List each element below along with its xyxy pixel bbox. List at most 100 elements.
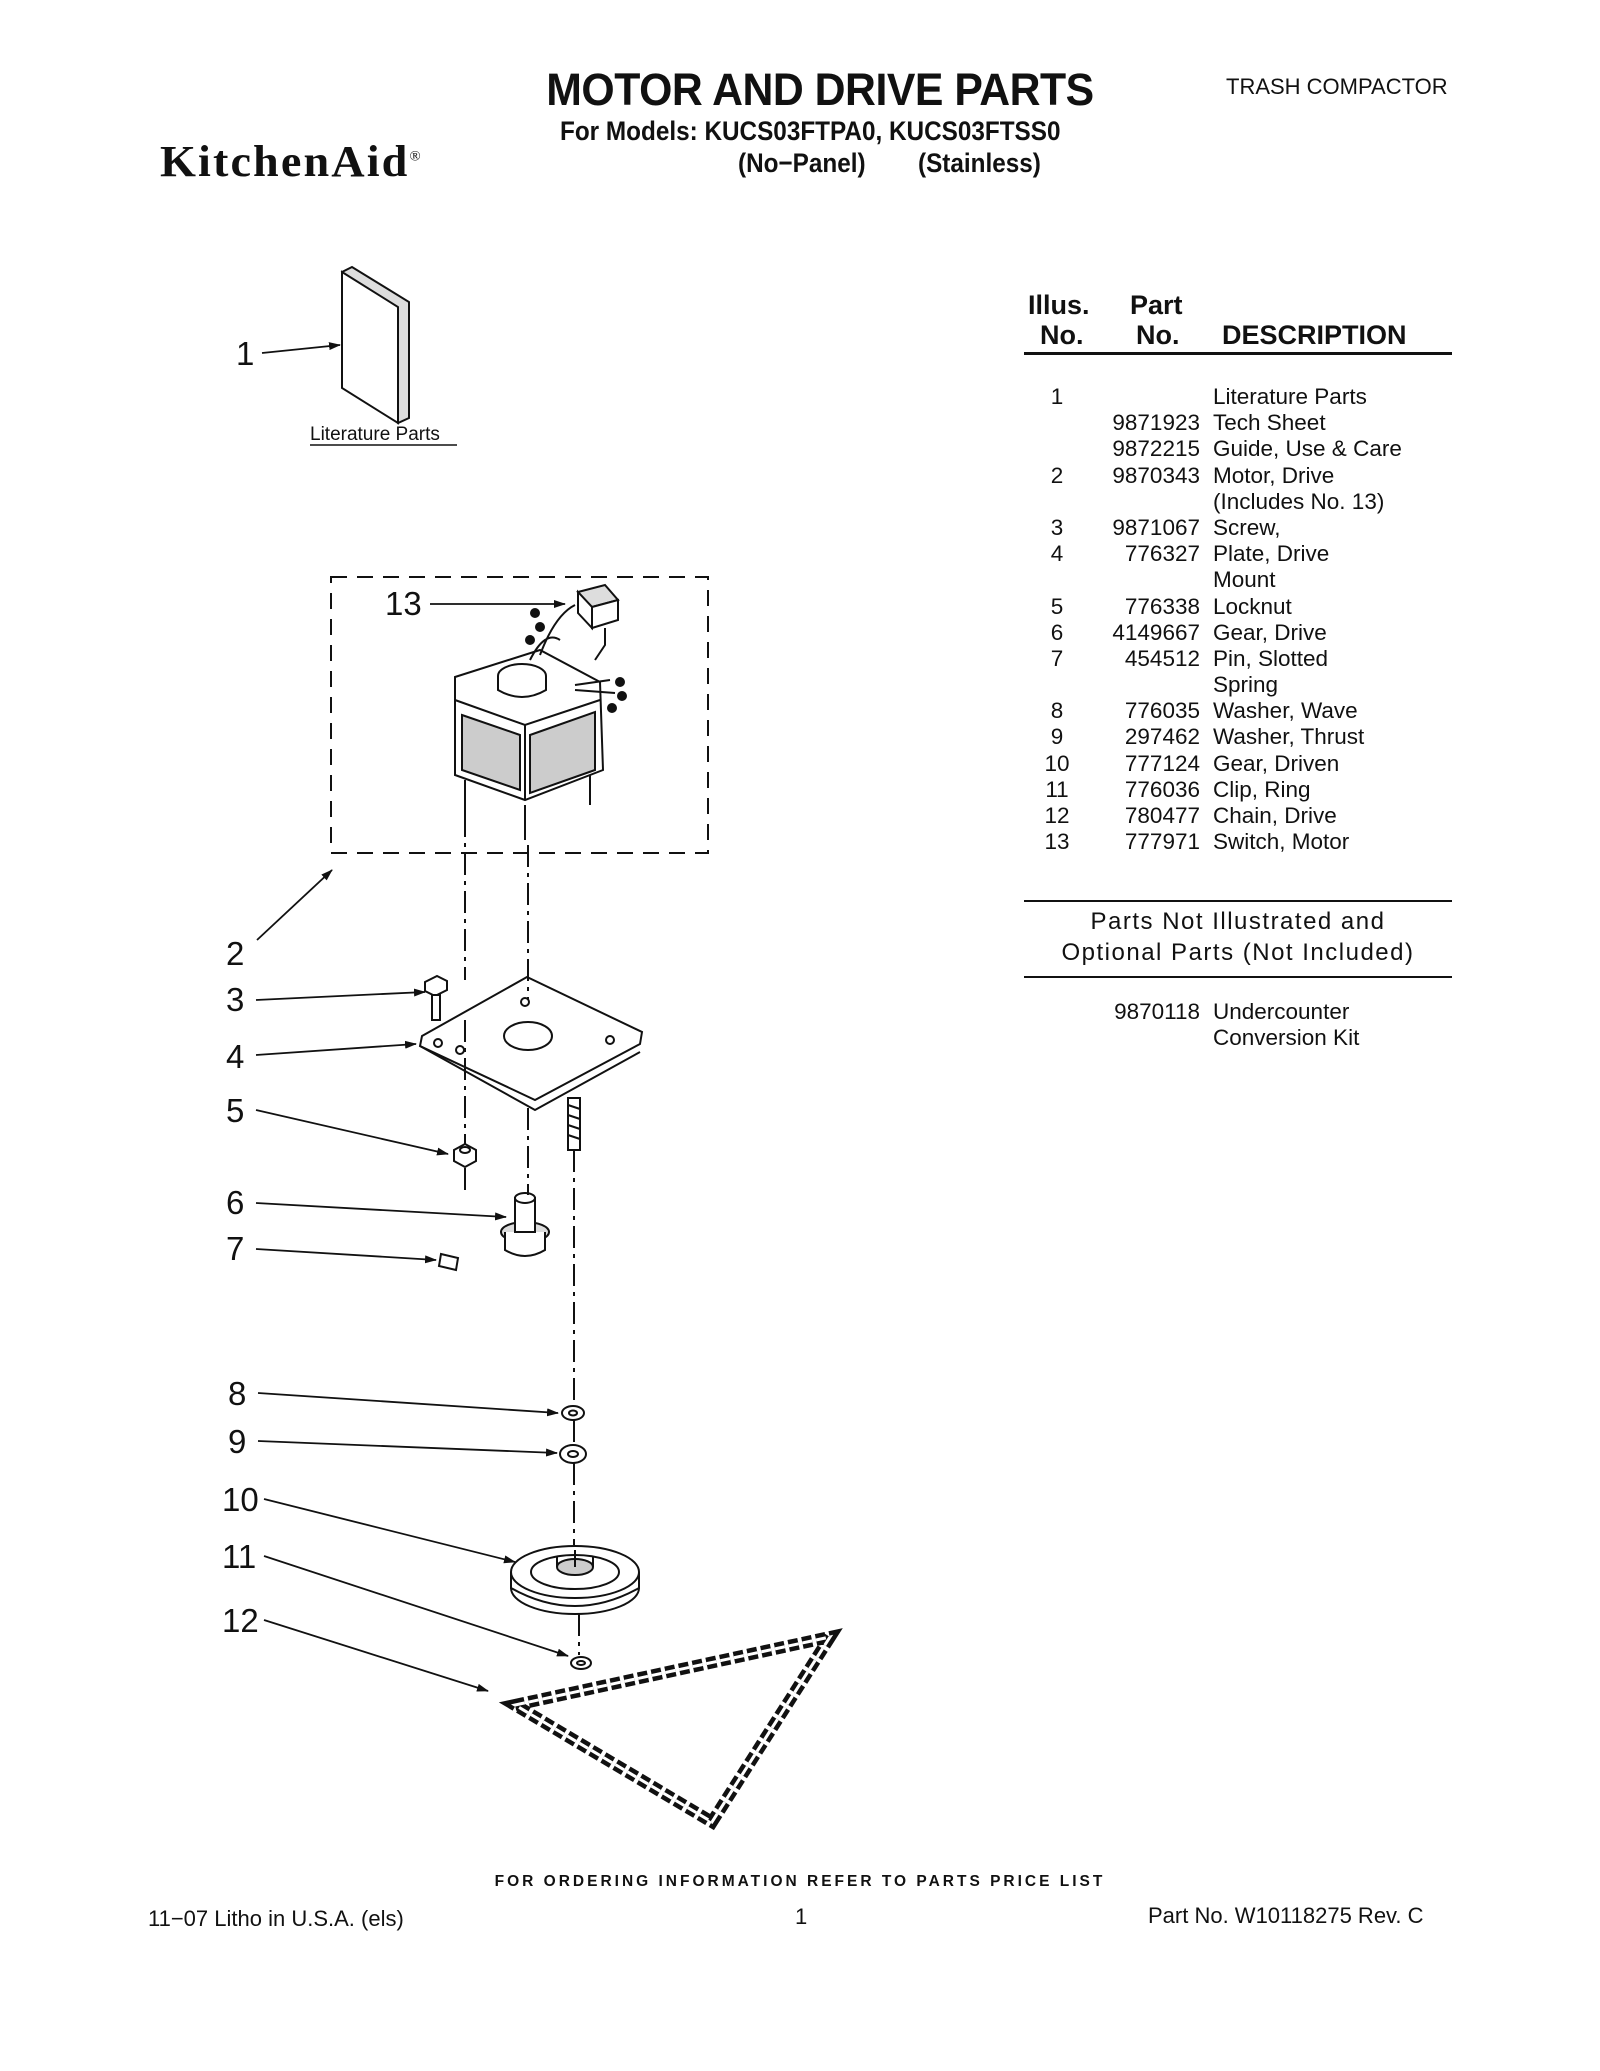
callout-numbers: 1 2 3 4 5 6 7 8 9 10 11 12 13 — [222, 335, 422, 1639]
illus-no: 4 — [1050, 541, 1064, 567]
part-description: Undercounter — [1213, 999, 1350, 1024]
callout-6: 6 — [226, 1184, 244, 1221]
table-row: Mount — [1024, 567, 1464, 593]
part-no: 9870343 — [1112, 462, 1200, 488]
motor-assembly-box — [330, 576, 709, 854]
part-no: 9870118 — [1114, 999, 1200, 1024]
part-no: 9872215 — [1112, 436, 1200, 462]
page-title: MOTOR AND DRIVE PARTS — [546, 64, 1094, 115]
col-header-part: Part — [1130, 290, 1183, 320]
table-row: 5 776338 Locknut — [1024, 594, 1464, 620]
illus-no: 5 — [1050, 593, 1064, 619]
illus-no — [1024, 436, 1090, 462]
part-description: Screw, — [1213, 514, 1281, 540]
not-illustrated-bottom-rule — [1024, 976, 1452, 978]
callout-9: 9 — [228, 1423, 246, 1460]
part-description: Chain, Drive — [1213, 803, 1337, 828]
callout-1: 1 — [236, 335, 254, 372]
illus-no: 12 — [1044, 803, 1070, 828]
part-description: Plate, Drive — [1213, 541, 1330, 567]
callout-3: 3 — [226, 981, 244, 1018]
table-row: (Includes No. 13) — [1024, 489, 1464, 515]
callout-2: 2 — [226, 935, 244, 972]
slotted-pin — [437, 1252, 460, 1272]
illus-no — [1024, 489, 1090, 515]
part-no — [1090, 672, 1210, 698]
litho-info: 11−07 Litho in U.S.A. (els) — [148, 1906, 404, 1931]
part-no: 777971 — [1124, 829, 1200, 855]
assembly-center-lines — [464, 815, 580, 1655]
illus-no: 2 — [1050, 462, 1064, 488]
drive-motor — [454, 604, 627, 840]
table-row: Conversion Kit — [1024, 1025, 1464, 1051]
callout-10: 10 — [222, 1481, 259, 1518]
illus-no: 9 — [1050, 724, 1064, 750]
callout-8: 8 — [228, 1375, 246, 1412]
part-no: 777124 — [1124, 750, 1200, 776]
table-header-rule — [1024, 352, 1452, 355]
callout-5: 5 — [226, 1092, 244, 1129]
product-category: TRASH COMPACTOR — [1226, 74, 1448, 99]
callout-leaders — [255, 342, 569, 1692]
col-header-illus-no: No. — [1040, 320, 1084, 350]
not-illustrated-heading-2: Optional Parts (Not Included) — [1061, 939, 1415, 966]
part-no: 9871923 — [1112, 410, 1200, 436]
model-numbers: For Models: KUCS03FTPA0, KUCS03FTSS0 — [560, 116, 1061, 146]
part-no — [1090, 567, 1210, 593]
illus-no: 13 — [1044, 829, 1070, 855]
part-description: Gear, Driven — [1213, 750, 1340, 776]
table-row: 2 9870343 Motor, Drive — [1024, 463, 1464, 489]
table-row: 10 777124 Gear, Driven — [1024, 751, 1464, 777]
page-number: 1 — [795, 1904, 808, 1929]
callout-13: 13 — [385, 585, 422, 622]
part-no — [1090, 489, 1210, 515]
part-description: Clip, Ring — [1213, 776, 1311, 802]
thrust-washer — [559, 1444, 587, 1464]
callout-7: 7 — [226, 1230, 244, 1267]
illus-no: 3 — [1050, 514, 1064, 540]
callout-11: 11 — [222, 1538, 256, 1575]
not-illustrated-heading-1: Parts Not Illustrated and — [1090, 908, 1386, 935]
illus-no: 1 — [1050, 384, 1064, 409]
brand-name: KitchenAid — [160, 137, 410, 186]
part-no: 454512 — [1124, 645, 1200, 671]
literature-booklet — [340, 265, 410, 425]
illus-no — [1024, 672, 1090, 698]
illus-no: 11 — [1045, 776, 1069, 802]
part-description: Motor, Drive — [1213, 462, 1335, 488]
part-description: Washer, Thrust — [1213, 724, 1365, 750]
drive-mount-plate — [418, 975, 644, 1112]
illus-no — [1024, 567, 1090, 593]
part-description: Mount — [1213, 567, 1276, 593]
literature-parts-label: Literature Parts — [310, 424, 440, 445]
locknut — [453, 1142, 477, 1169]
part-description: (Includes No. 13) — [1213, 488, 1385, 514]
part-no: 780477 — [1124, 803, 1200, 828]
illus-no: 10 — [1044, 750, 1070, 776]
part-no: 776035 — [1124, 698, 1200, 724]
part-description: Locknut — [1213, 593, 1292, 619]
document-part-number: Part No. W10118275 Rev. C — [1148, 1903, 1424, 1928]
illus-no — [1024, 1025, 1090, 1051]
part-no: 776338 — [1124, 593, 1200, 619]
part-description: Spring — [1213, 672, 1279, 698]
part-description: Washer, Wave — [1213, 698, 1358, 724]
callout-12: 12 — [222, 1602, 259, 1639]
part-no — [1090, 1025, 1210, 1051]
registered-mark: ® — [409, 149, 421, 165]
table-row: 12 780477 Chain, Drive — [1024, 803, 1464, 829]
screw — [424, 974, 448, 1021]
drive-gear — [500, 1192, 550, 1257]
part-no — [1090, 384, 1210, 410]
